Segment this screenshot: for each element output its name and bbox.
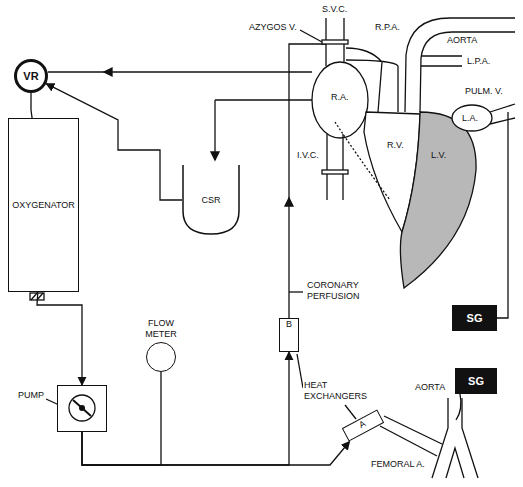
illustration-stroke xyxy=(405,18,515,112)
illustration-stroke xyxy=(421,56,462,66)
illustration-stroke xyxy=(456,394,461,420)
node-label: CSR xyxy=(201,195,220,206)
part-label: R.P.A. xyxy=(374,22,401,33)
part-label: I.V.C. xyxy=(296,150,320,161)
illustration-stroke xyxy=(335,122,390,200)
strain-gauge-box: SG xyxy=(455,368,497,394)
illustration-stroke xyxy=(215,99,312,100)
part-label: R.V. xyxy=(386,140,405,151)
illustration-stroke xyxy=(322,170,348,174)
node-label: SG xyxy=(468,376,484,387)
illustration-stroke xyxy=(285,198,293,206)
illustration-stroke xyxy=(312,62,368,138)
pump-rotor xyxy=(73,400,91,416)
illustration-stroke xyxy=(48,71,312,72)
csr-reservoir: CSR xyxy=(182,165,240,235)
part-label: R.A. xyxy=(330,92,350,103)
node-label: VR xyxy=(23,71,38,82)
illustration-stroke xyxy=(452,105,492,131)
part-label: CORONARY PERFUSION xyxy=(306,280,380,302)
part-label: L.A. xyxy=(461,113,479,124)
part-label: PULM. V. xyxy=(464,86,504,97)
pump-rotor xyxy=(58,386,106,431)
illustration-stroke xyxy=(420,32,515,112)
flow-line xyxy=(82,352,289,465)
part-label: S.V.C. xyxy=(321,4,348,15)
pump-rotor xyxy=(69,395,95,421)
heat-exchanger-box: B xyxy=(279,318,299,352)
illustration-stroke xyxy=(490,104,515,124)
part-label: AZYGOS V. xyxy=(248,22,298,33)
flow-line xyxy=(37,292,82,385)
node-label: FLOW METER xyxy=(141,318,181,340)
illustration-stroke xyxy=(104,68,112,76)
part-label: AORTA xyxy=(446,35,478,46)
part-label: AORTA xyxy=(414,382,446,393)
illustration-stroke xyxy=(497,112,508,318)
illustration-stroke xyxy=(432,398,478,478)
part-label: FEMORAL A. xyxy=(370,459,426,470)
part-label: L.V. xyxy=(430,150,447,161)
illustration-stroke xyxy=(346,48,398,112)
reservoir-outline xyxy=(183,165,239,234)
oxygenator-box: OXYGENATOR xyxy=(8,118,79,292)
part-label: HEAT EXCHANGERS xyxy=(303,380,371,402)
illustration-stroke xyxy=(211,152,219,160)
illustration-stroke xyxy=(300,30,322,42)
flow-meter-circle: FLOW METER xyxy=(146,342,176,372)
node-label: SG xyxy=(467,313,483,324)
node-label: B xyxy=(286,319,292,330)
flow-line xyxy=(31,93,32,118)
illustration-stroke xyxy=(345,405,356,419)
node-label: OXYGENATOR xyxy=(12,200,75,211)
illustration-stroke xyxy=(322,40,348,44)
pump-box: PUMP xyxy=(57,385,107,432)
illustration-stroke xyxy=(327,134,343,200)
illustration-stroke xyxy=(214,100,215,160)
flow-line xyxy=(82,432,350,465)
strain-gauge-box: SG xyxy=(452,305,497,331)
part-label: L.P.A. xyxy=(466,56,491,67)
heat-exchanger-box: A xyxy=(342,409,384,441)
node-label: PUMP xyxy=(18,390,44,401)
illustration-stroke xyxy=(400,112,476,288)
illustration-stroke xyxy=(380,416,442,456)
illustration-stroke xyxy=(289,291,303,292)
reservoir-circle: VR xyxy=(14,59,48,93)
node-label: A xyxy=(357,418,367,431)
